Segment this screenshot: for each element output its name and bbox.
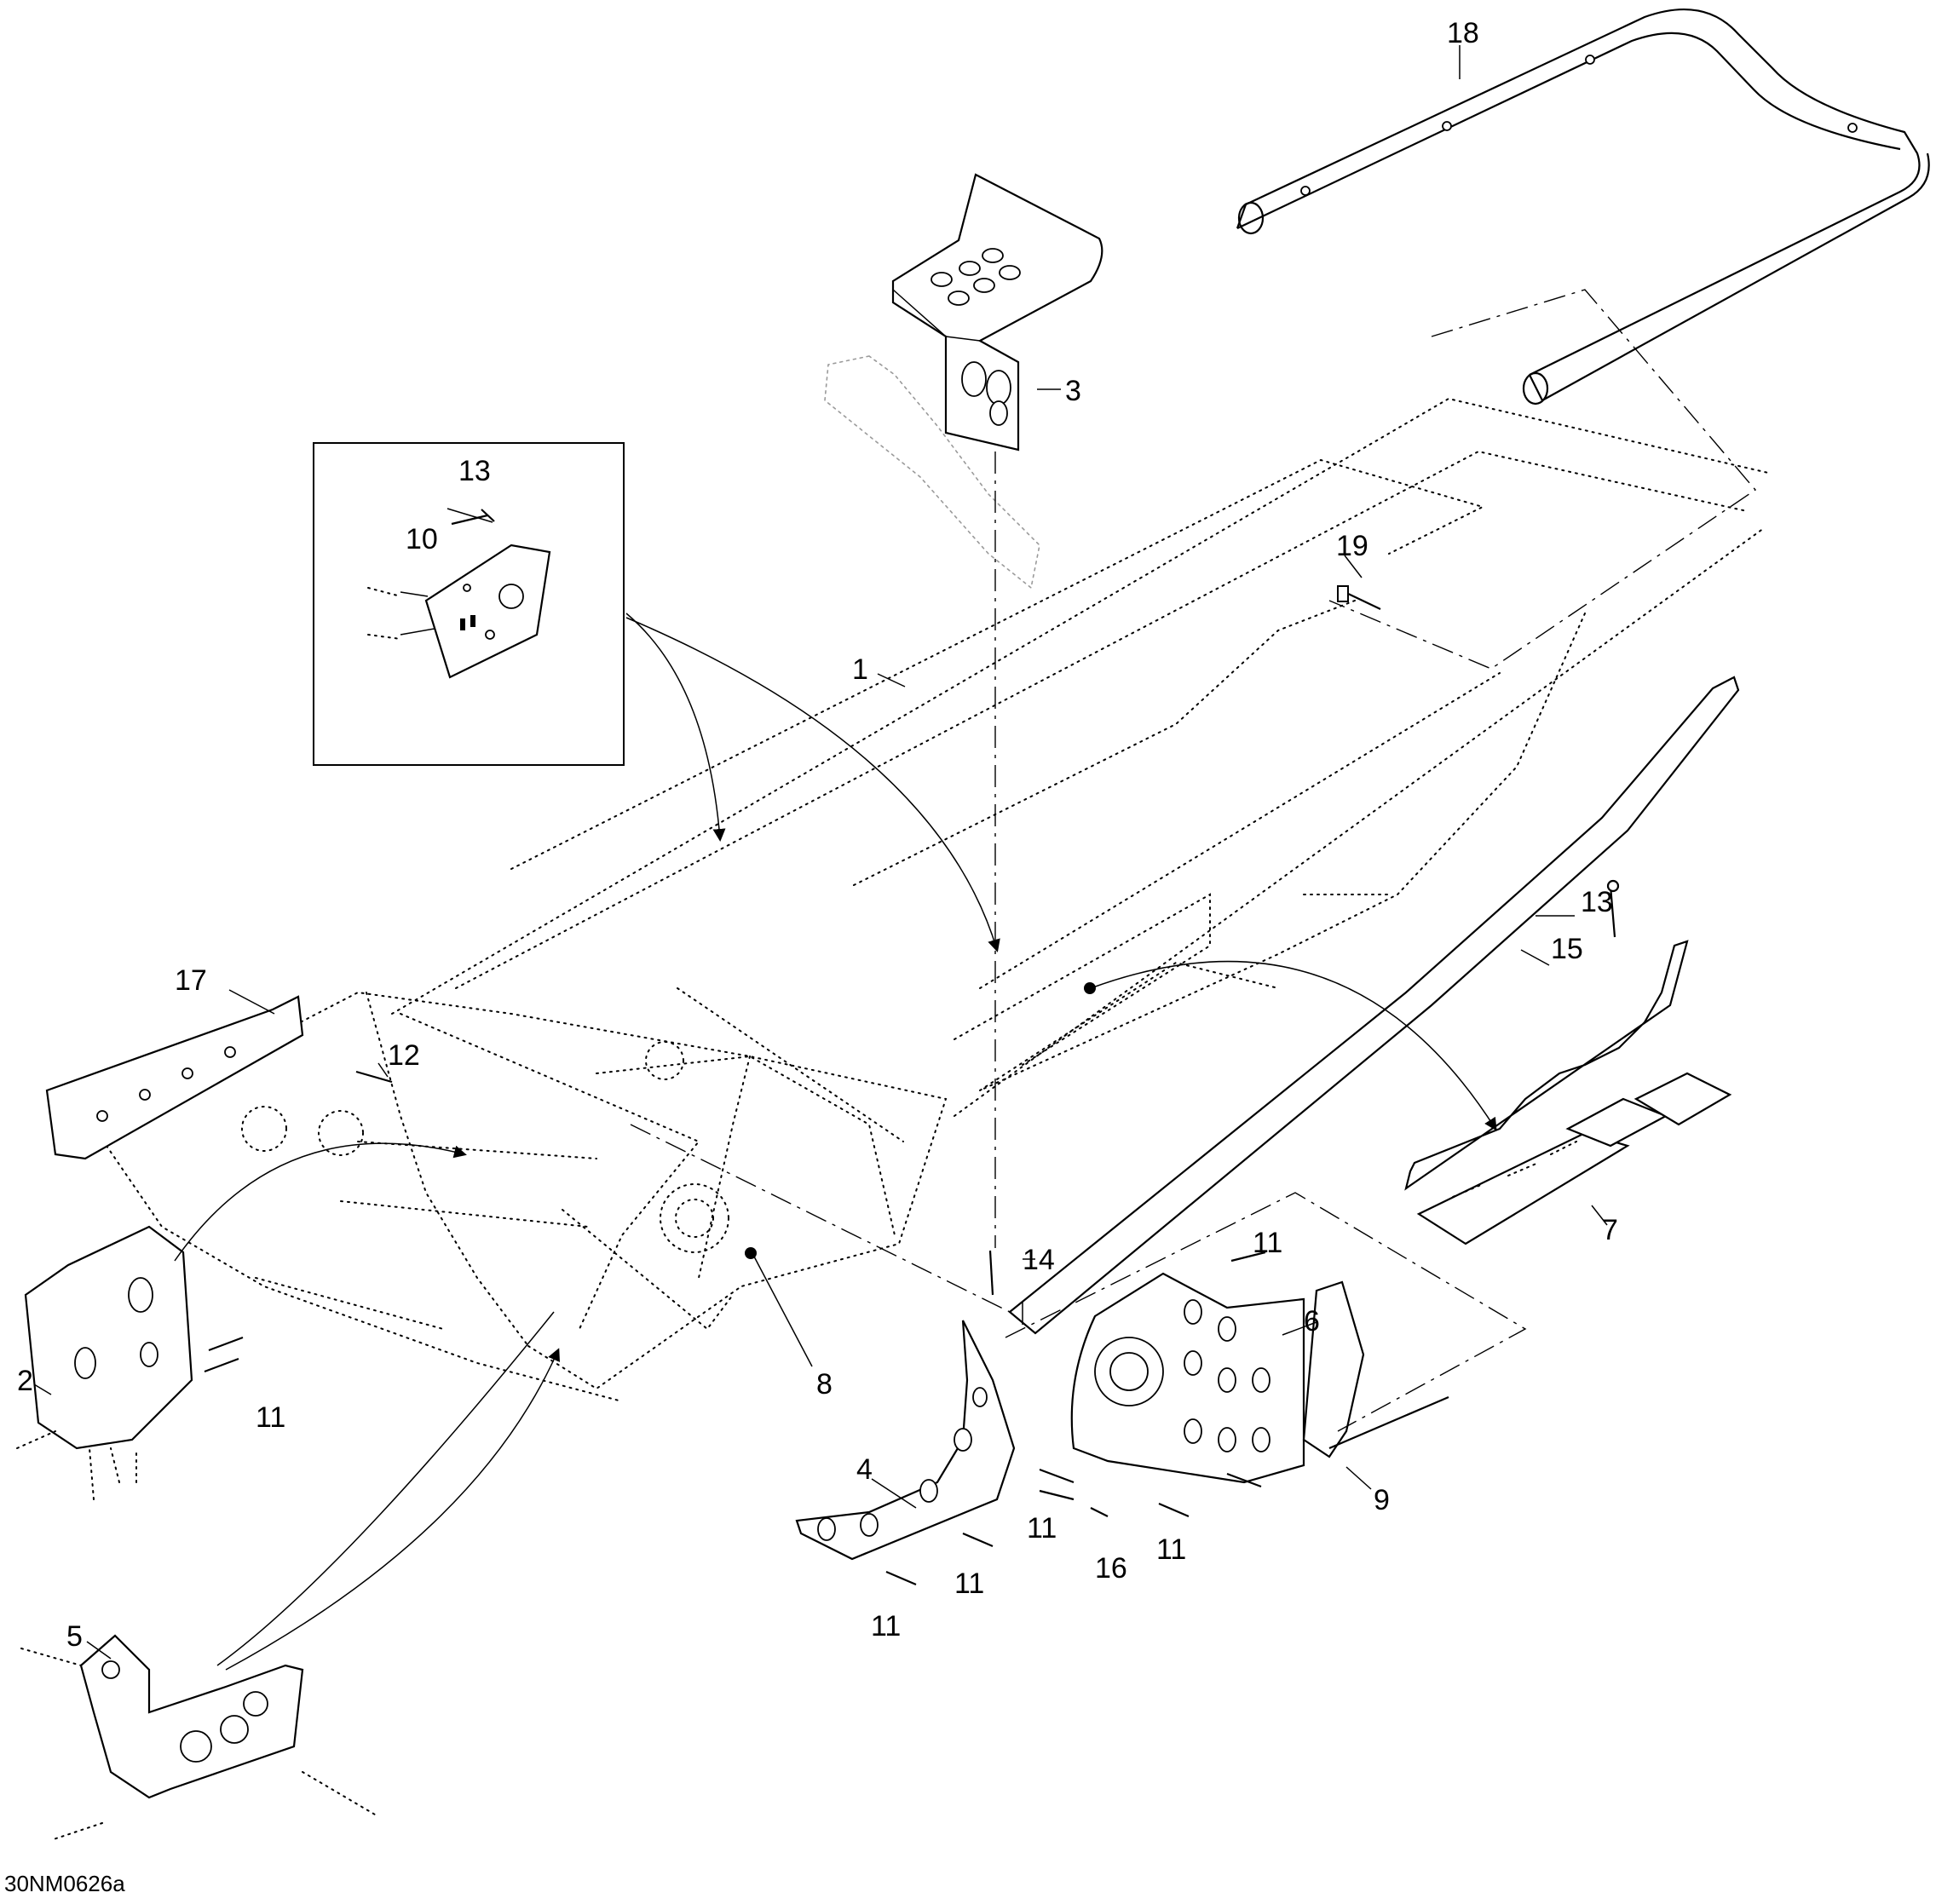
figure-code: 30NM0626a <box>4 1871 125 1896</box>
phantom-side-box <box>1005 1192 1527 1432</box>
callout-6: 6 <box>1304 1305 1320 1337</box>
callout-9: 9 <box>1374 1484 1390 1516</box>
callout-1: 1 <box>852 653 868 686</box>
running-board-rail <box>1008 676 1740 1335</box>
callout-17: 17 <box>175 964 207 997</box>
phantom-rear-box <box>1328 289 1757 670</box>
footrest-phantom <box>954 893 1279 1091</box>
callout-18: 18 <box>1447 17 1479 49</box>
side-plate <box>795 1320 1016 1561</box>
callout-16: 16 <box>1095 1552 1127 1585</box>
footrest-pads <box>1404 940 1732 1245</box>
front-frame-assembly <box>106 991 948 1402</box>
callout-12: 12 <box>388 1039 420 1072</box>
callout-11-e: 11 <box>954 1567 984 1600</box>
callout-11-c: 11 <box>1027 1512 1057 1544</box>
callout-10: 10 <box>406 523 438 555</box>
detail-inset-box <box>313 442 625 766</box>
callout-11-b: 11 <box>256 1401 285 1434</box>
callout-8: 8 <box>816 1368 833 1401</box>
callout-2: 2 <box>17 1365 33 1397</box>
bracket-phantom-outline <box>824 355 1040 590</box>
rear-grab-handle <box>1236 9 1930 406</box>
fasteners <box>204 585 1620 1586</box>
pointer-arrows <box>174 613 1497 1671</box>
upper-bracket <box>891 173 1103 452</box>
rear-plate-assembly <box>1070 1272 1449 1484</box>
callout-15: 15 <box>1551 933 1583 965</box>
leader-lines <box>33 45 1608 1660</box>
lower-bracket <box>20 1311 555 1841</box>
callout-11-f: 11 <box>871 1610 901 1642</box>
callout-7: 7 <box>1602 1214 1618 1246</box>
callout-4: 4 <box>856 1453 873 1486</box>
callout-13-inset: 13 <box>458 455 491 487</box>
callout-5: 5 <box>66 1620 83 1653</box>
callout-14: 14 <box>1023 1244 1055 1276</box>
phantom-front-box <box>630 1124 1011 1313</box>
callout-3: 3 <box>1065 375 1081 407</box>
steering-support <box>45 995 304 1160</box>
tunnel <box>391 397 1769 1142</box>
front-bracket-left <box>16 1225 193 1500</box>
callout-13: 13 <box>1581 886 1613 918</box>
callout-11-d: 11 <box>1156 1533 1186 1566</box>
callout-11-a: 11 <box>1253 1227 1282 1259</box>
callout-19: 19 <box>1336 530 1368 562</box>
callout-labels: 18 3 13 10 19 1 13 15 17 12 7 11 14 6 2 … <box>4 17 1618 1896</box>
